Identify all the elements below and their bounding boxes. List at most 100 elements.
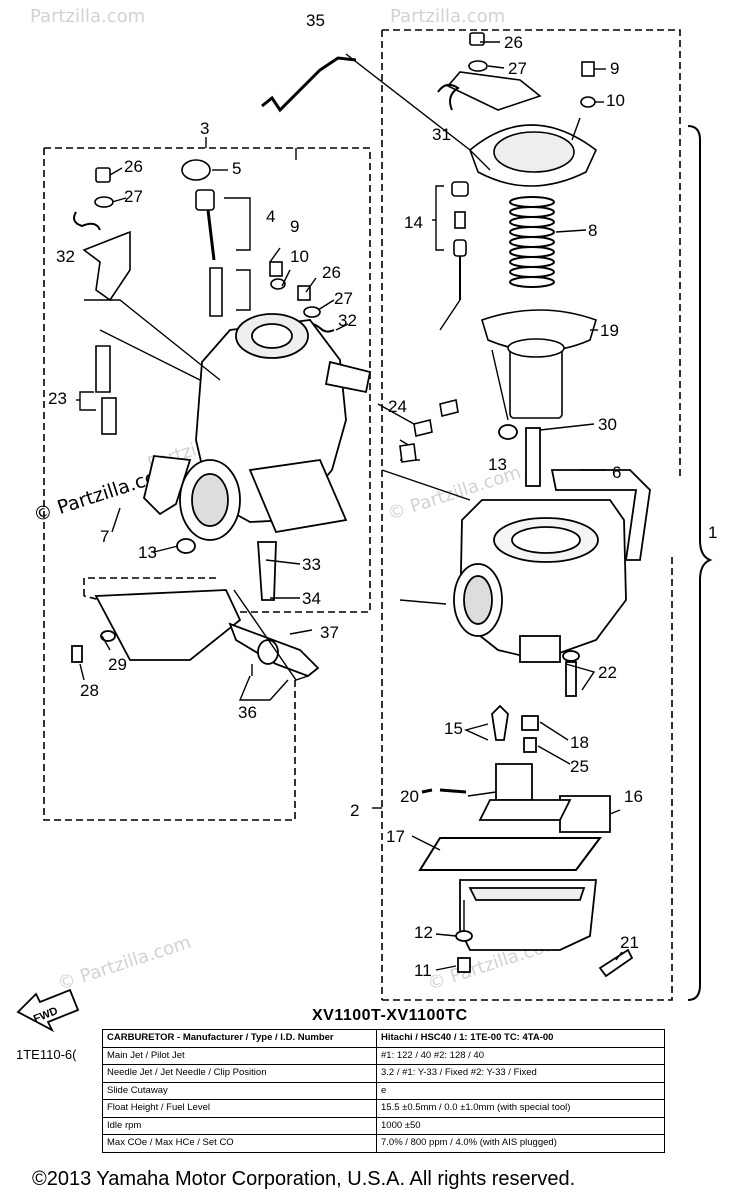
- spring-23: [95, 345, 111, 393]
- callout-14: 14: [404, 213, 423, 232]
- callout-5: 5: [232, 159, 241, 178]
- spring-36: [257, 639, 279, 665]
- callout-30: 30: [598, 415, 617, 434]
- callout-29: 29: [108, 655, 127, 674]
- callout-35: 35: [306, 11, 325, 30]
- callout-34: 34: [302, 589, 321, 608]
- callout-3: 3: [200, 119, 209, 138]
- callout-32-left: 32: [56, 247, 75, 266]
- washer-22: [562, 650, 580, 662]
- needle-4: [206, 209, 216, 261]
- watermark-top-right: Partzilla.com: [390, 6, 505, 27]
- callout-19: 19: [600, 321, 619, 340]
- washer-10-left: [270, 278, 286, 290]
- jets-24: [399, 399, 459, 463]
- left-assembly-lower: [43, 148, 296, 821]
- callout-9-left: 9: [290, 217, 299, 236]
- screw-9-left: [269, 261, 283, 277]
- jet-15: [491, 704, 509, 741]
- callout-17: 17: [386, 827, 405, 846]
- screw-30: [525, 427, 541, 487]
- watermark-bottom-left: © Partzilla.com: [55, 932, 194, 995]
- jet-14-top: [451, 181, 469, 197]
- callout-22: 22: [598, 663, 617, 682]
- spec-value: 1000 ±50: [376, 1116, 665, 1135]
- spec-row: Needle Jet / Jet Needle / Clip Position …: [102, 1064, 665, 1083]
- callout-9-right: 9: [610, 59, 619, 78]
- callout-27-right: 27: [508, 59, 527, 78]
- float-bowl-rim: [468, 887, 586, 901]
- screw-26-right: [469, 32, 485, 46]
- callout-32-mid: 32: [338, 311, 357, 330]
- callout-24: 24: [388, 397, 407, 416]
- bracket-subbox: [83, 577, 220, 596]
- choke-lever: [324, 360, 372, 394]
- washer-10-right: [580, 96, 596, 108]
- copyright-notice: ©2013 Yamaha Motor Corporation, U.S.A. A…: [32, 1168, 576, 1190]
- assembly-bracket: [687, 125, 713, 1001]
- gasket-17: [418, 837, 602, 871]
- spec-label: Main Jet / Pilot Jet: [102, 1046, 377, 1065]
- spec-row: Float Height / Fuel Level 15.5 ±0.5mm / …: [102, 1099, 665, 1118]
- callout-27-left: 27: [124, 187, 143, 206]
- spec-label: Idle rpm: [102, 1116, 377, 1135]
- spec-row: Max COe / Max HCe / Set CO 7.0% / 800 pp…: [102, 1134, 665, 1153]
- spring-8: [509, 196, 555, 288]
- leader-lines: [76, 41, 623, 971]
- spring-4: [209, 267, 223, 317]
- drain-screw-21: [598, 948, 634, 978]
- callout-26-left: 26: [124, 157, 143, 176]
- callout-13-right: 13: [488, 455, 507, 474]
- callout-28: 28: [80, 681, 99, 700]
- callout-26-mid: 26: [322, 263, 341, 282]
- carb-bottom-neck: [519, 635, 561, 663]
- carb-top-inner: [251, 323, 293, 349]
- spec-label: CARBURETOR - Manufacturer / Type / I.D. …: [102, 1029, 377, 1048]
- pin-20-b: [439, 788, 467, 794]
- bracket-6: [550, 469, 651, 561]
- callout-25: 25: [570, 757, 589, 776]
- callout-8: 8: [588, 221, 597, 240]
- top-cover-cap: [493, 131, 575, 173]
- top-assembly-box: [382, 29, 681, 480]
- washer-29: [100, 630, 116, 642]
- callout-31: 31: [432, 125, 451, 144]
- screw-28: [71, 645, 83, 663]
- spec-table: CARBURETOR - Manufacturer / Type / I.D. …: [102, 1029, 665, 1153]
- bottom-assembly-box: [382, 555, 673, 1001]
- screw-26-left: [95, 167, 111, 183]
- washer-12: [455, 930, 473, 942]
- callout-26-right: 26: [504, 33, 523, 52]
- carb-intake-inner: [463, 575, 493, 625]
- callout-36: 36: [238, 703, 257, 722]
- piston-19: [509, 347, 563, 419]
- seat-18: [521, 715, 539, 731]
- page-code: 1TE110-6(: [16, 1047, 77, 1062]
- screw-9-right: [581, 61, 595, 77]
- spec-label: Slide Cutaway: [102, 1081, 377, 1100]
- float-16-a: [495, 763, 533, 801]
- model-title: XV1100T-XV1100TC: [312, 1007, 468, 1024]
- float-arm: [478, 799, 572, 821]
- spec-label: Float Height / Fuel Level: [102, 1099, 377, 1118]
- callout-labels: 35 26 27 9 10 31 3 26 27 5 14 8 32 4 9 1…: [48, 11, 717, 980]
- nut-13-left: [176, 538, 196, 554]
- left-carburetor-body: [71, 313, 372, 678]
- callout-37: 37: [320, 623, 339, 642]
- left-assembly-parts: [73, 159, 335, 435]
- cap-5: [181, 159, 211, 181]
- needle-valve-25: [523, 737, 537, 753]
- spring-33: [257, 541, 277, 601]
- rod-35: [261, 56, 357, 113]
- callout-27-mid: 27: [334, 289, 353, 308]
- washer-27-mid: [303, 306, 321, 318]
- callout-18: 18: [570, 733, 589, 752]
- pin-20: [421, 788, 433, 794]
- right-carburetor-body: [418, 424, 651, 978]
- callout-20: 20: [400, 787, 419, 806]
- carb-bore-inner: [511, 526, 581, 554]
- callout-6: 6: [612, 463, 621, 482]
- washer-27-left: [94, 196, 114, 208]
- bracket-left: [82, 230, 131, 302]
- bracket-plate: [94, 589, 242, 661]
